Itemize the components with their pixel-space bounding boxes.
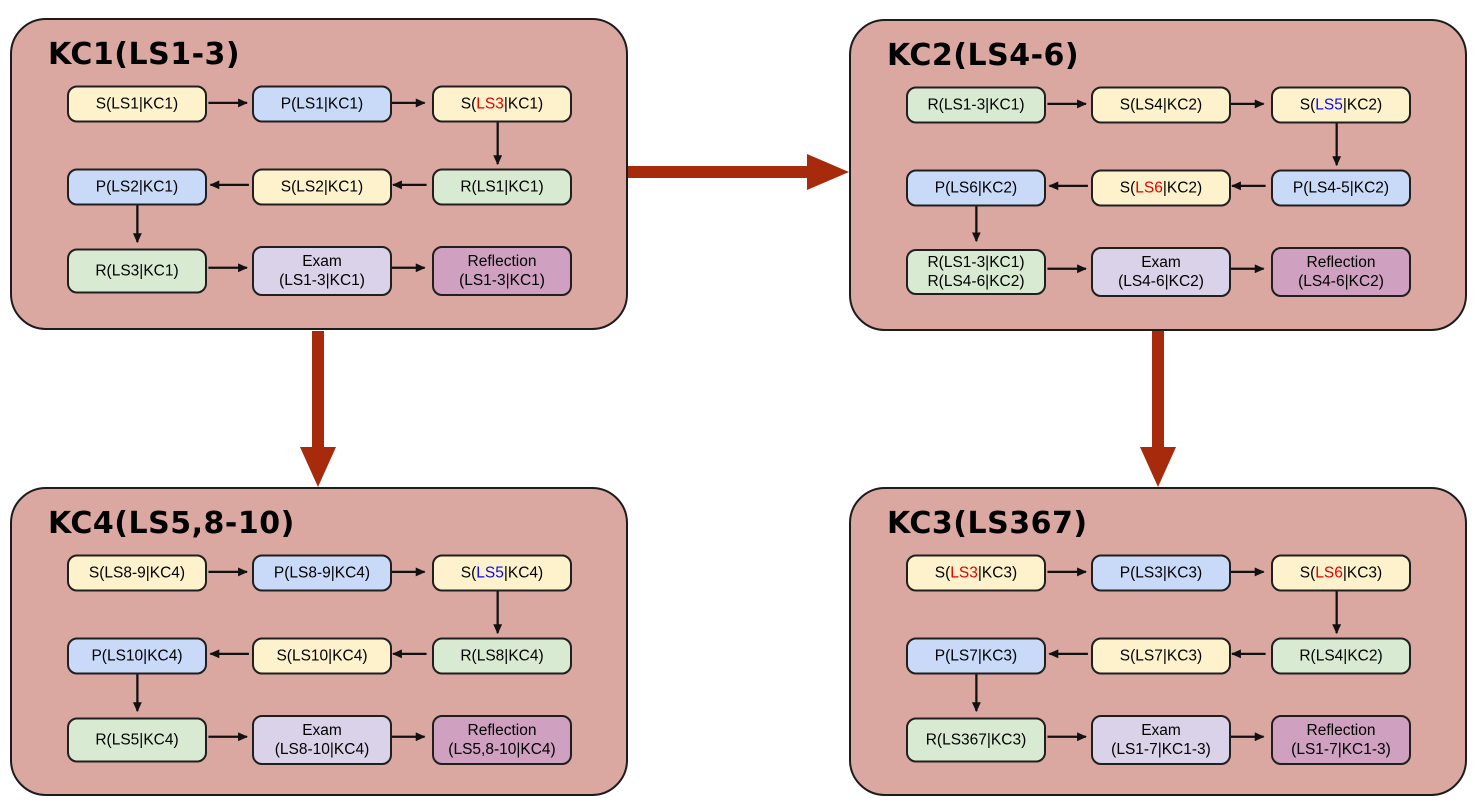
node-s-ls1-kc1: S(LS1|KC1) [67,85,207,123]
group-kc4: KC4(LS5,8-10) S(LS8-9|KC4) P(LS8-9|KC4) … [10,487,628,796]
node-exam-kc1: Exam(LS1-3|KC1) [252,246,392,296]
node-s-ls3-kc1: S(LS3|KC1) [432,85,572,123]
group-kc2-title: KC2(LS4-6) [887,38,1080,73]
node-p-ls10-kc4: P(LS10|KC4) [67,637,207,675]
highlight-ls3: LS3 [476,95,504,113]
node-s-ls4-kc2: S(LS4|KC2) [1091,86,1231,124]
node-r-ls4-kc2: R(LS4|KC2) [1271,637,1411,675]
node-reflection-kc2: Reflection(LS4-6|KC2) [1271,247,1411,297]
node-s-ls6-kc2: S(LS6|KC2) [1091,169,1231,207]
node-p-ls3-kc3: P(LS3|KC3) [1091,554,1231,592]
highlight-ls5: LS5 [1315,96,1343,114]
node-s-ls10-kc4: S(LS10|KC4) [252,637,392,675]
node-s-ls7-kc3: S(LS7|KC3) [1091,637,1231,675]
node-r-ls1-3-kc1: R(LS1-3|KC1) [906,86,1046,124]
group-kc4-title: KC4(LS5,8-10) [48,506,295,541]
node-p-ls1-kc1: P(LS1|KC1) [252,85,392,123]
node-p-ls6-kc2: P(LS6|KC2) [906,169,1046,207]
group-kc3-title: KC3(LS367) [887,506,1088,541]
node-exam-kc4: Exam(LS8-10|KC4) [252,715,392,765]
kc1-to-kc2-arrow [628,154,849,190]
group-kc2: KC2(LS4-6) R(LS1-3|KC1) S(LS4|KC2) S(LS5… [849,19,1467,331]
node-r-ls3-kc1: R(LS3|KC1) [67,248,207,294]
node-exam-kc2: Exam(LS4-6|KC2) [1091,247,1231,297]
node-s-ls6-kc3: S(LS6|KC3) [1271,554,1411,592]
node-s-ls3-kc3: S(LS3|KC3) [906,554,1046,592]
node-r-ls367-kc3: R(LS367|KC3) [906,717,1046,763]
group-kc1-title: KC1(LS1-3) [48,37,241,72]
node-s-ls8-9-kc4: S(LS8-9|KC4) [67,554,207,592]
node-p-ls8-9-kc4: P(LS8-9|KC4) [252,554,392,592]
node-r-ls8-kc4: R(LS8|KC4) [432,637,572,675]
group-kc1: KC1(LS1-3) S(LS1|KC1) P(LS1|KC1) S(LS3|K… [10,18,628,330]
node-s-ls5-kc2: S(LS5|KC2) [1271,86,1411,124]
node-reflection-kc1: Reflection(LS1-3|KC1) [432,246,572,296]
node-s-ls5-kc4: S(LS5|KC4) [432,554,572,592]
highlight-ls6: LS6 [1315,564,1343,582]
kc2-to-kc3-arrow [1140,331,1176,487]
node-exam-kc3: Exam(LS1-7|KC1-3) [1091,715,1231,765]
highlight-ls3: LS3 [950,564,978,582]
node-p-ls4-5-kc2: P(LS4-5|KC2) [1271,169,1411,207]
node-p-ls2-kc1: P(LS2|KC1) [67,168,207,206]
highlight-ls5: LS5 [476,564,504,582]
node-r-ls1-kc1: R(LS1|KC1) [432,168,572,206]
node-p-ls7-kc3: P(LS7|KC3) [906,637,1046,675]
group-kc3: KC3(LS367) S(LS3|KC3) P(LS3|KC3) S(LS6|K… [849,487,1467,796]
node-reflection-kc4: Reflection(LS5,8-10|KC4) [432,715,572,765]
node-r-ls1-3-kc1-r-ls4-6-kc2: R(LS1-3|KC1)R(LS4-6|KC2) [906,249,1046,295]
highlight-ls6: LS6 [1135,179,1163,197]
node-r-ls5-kc4: R(LS5|KC4) [67,717,207,763]
node-s-ls2-kc1: S(LS2|KC1) [252,168,392,206]
node-reflection-kc3: Reflection(LS1-7|KC1-3) [1271,715,1411,765]
kc1-to-kc4-arrow [300,331,336,487]
